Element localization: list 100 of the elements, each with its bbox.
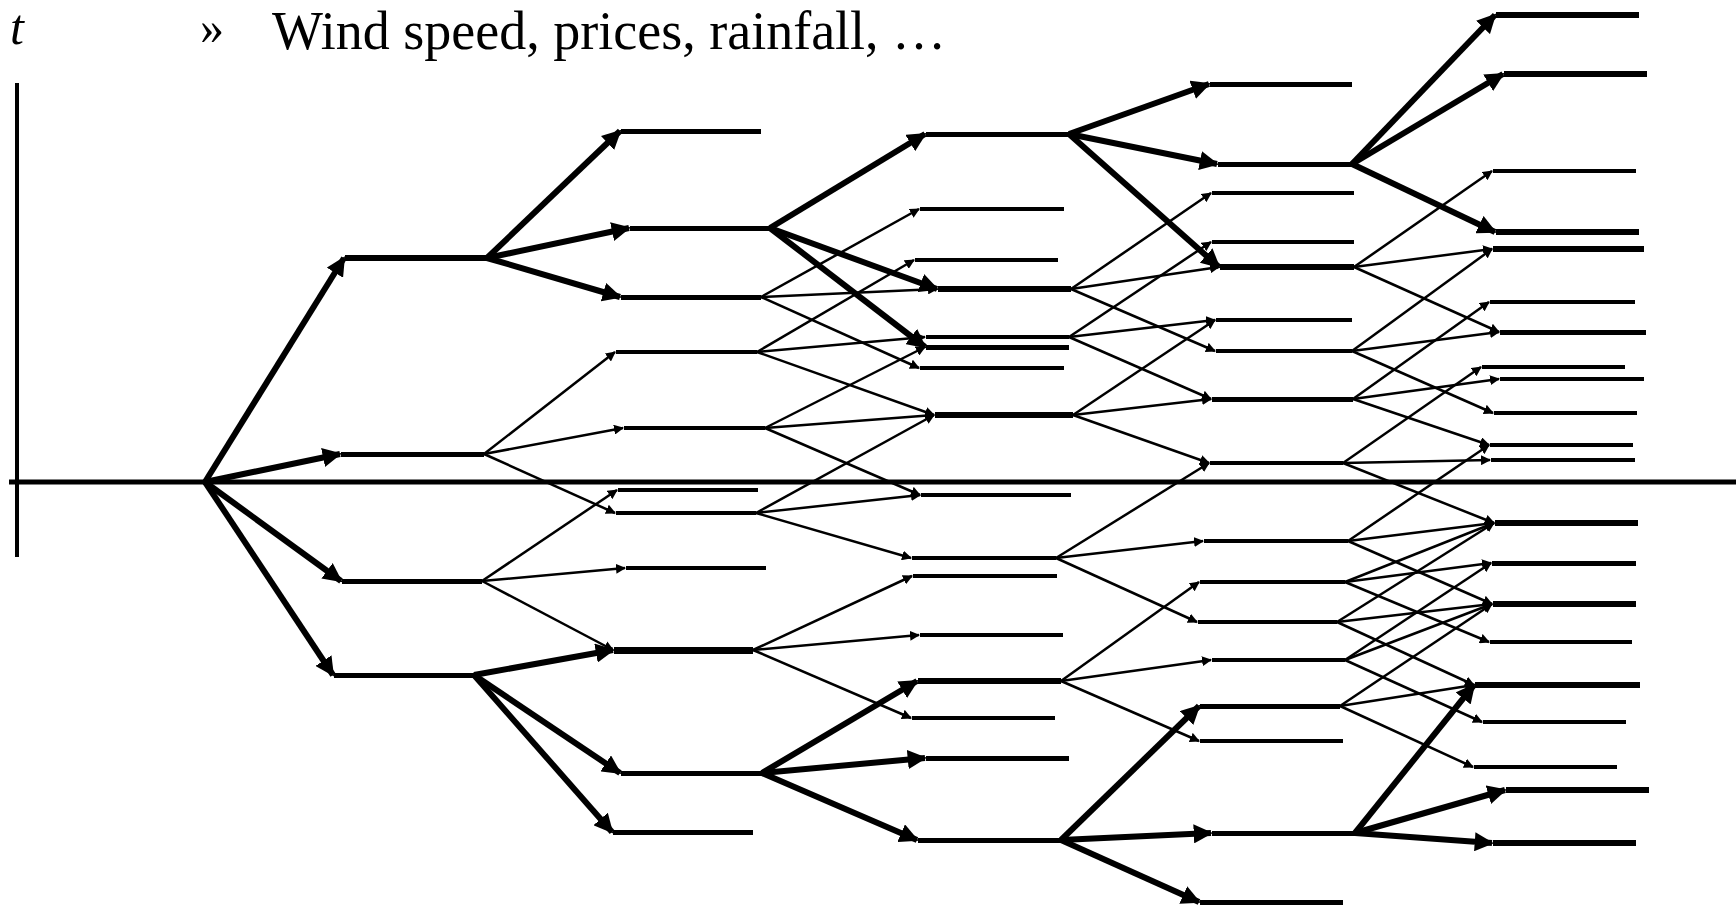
arrow [756, 350, 935, 417]
arrow [1336, 521, 1495, 624]
scenario-bar [1482, 365, 1625, 369]
arrow [1060, 679, 1200, 743]
arrow [1353, 265, 1500, 334]
scenario-bar [926, 335, 1069, 339]
arrow [1339, 704, 1474, 769]
scenario-bar [1212, 240, 1354, 244]
arrow [1344, 658, 1483, 724]
arrow [483, 351, 616, 455]
scenario-bar [1200, 739, 1343, 743]
axis-label: t [10, 0, 24, 55]
scenario-bar [1200, 580, 1345, 584]
arrow [473, 643, 615, 678]
arrow [1344, 521, 1495, 584]
arrow [1344, 580, 1490, 644]
arrow [1347, 443, 1490, 543]
scenario-bar [926, 755, 1069, 761]
arrow [1351, 248, 1493, 352]
arrow [1342, 461, 1495, 525]
scenario-bar [912, 556, 1056, 560]
arrow [481, 563, 626, 583]
arrow [752, 574, 913, 652]
scenario-bar [1494, 411, 1637, 415]
arrow [764, 426, 921, 497]
scenario-bar [1200, 703, 1340, 709]
arrow [1072, 395, 1212, 417]
scenario-bar [613, 829, 753, 835]
arrow [1060, 581, 1200, 682]
arrow [483, 452, 616, 515]
scenario-bar [915, 258, 1058, 262]
scenario-bar [1493, 169, 1636, 173]
scenario-bar [926, 131, 1069, 137]
arrow [1344, 602, 1493, 662]
bullet-text: Wind speed, prices, rainfall, … [272, 2, 947, 62]
arrow [1055, 537, 1204, 560]
arrow [760, 207, 920, 299]
scenario-bar [921, 493, 1071, 497]
scenario-bar [334, 672, 474, 678]
arrow [1344, 559, 1492, 584]
arrow [1350, 161, 1497, 235]
arrow [483, 424, 624, 456]
scenario-bar [1210, 461, 1343, 465]
arrow [1055, 556, 1198, 624]
arrow [1068, 316, 1216, 339]
scenario-bar [1212, 396, 1353, 402]
scenario-bar [345, 255, 487, 261]
arrow [1352, 397, 1490, 447]
scenario-bar [621, 770, 762, 776]
arrow [1354, 830, 1494, 852]
scenario-bar [1212, 191, 1354, 195]
scenario-bar [918, 678, 1061, 684]
arrow [755, 491, 921, 515]
scenario-bar [1204, 539, 1348, 543]
scenario-bar [1496, 12, 1639, 18]
arrow [764, 410, 935, 430]
arrow [755, 413, 935, 515]
scenario-bar [1490, 443, 1633, 447]
scenario-bar [621, 294, 761, 300]
arrow [1055, 461, 1210, 560]
arrow [1352, 375, 1500, 401]
scenario-bar [1212, 830, 1355, 836]
arrow [1353, 169, 1493, 269]
scenario-bar [624, 426, 765, 430]
scenario-bar [1200, 899, 1343, 905]
scenario-bar [1220, 264, 1354, 270]
arrow [1068, 335, 1212, 401]
bullet-mark: » [200, 2, 224, 55]
scenario-bar [1216, 349, 1352, 353]
scenario-bar [1492, 560, 1636, 566]
arrow [1070, 191, 1212, 291]
scenario-bar [1483, 720, 1626, 724]
scenario-bar [1490, 300, 1635, 304]
scenario-bar [1216, 318, 1352, 322]
scenario-bar [913, 574, 1057, 578]
scenario-bar [920, 207, 1064, 211]
arrow [1353, 245, 1493, 269]
arrow [1072, 413, 1210, 465]
arrow [752, 630, 920, 652]
scenario-bar [342, 578, 482, 584]
scenario-bar [626, 566, 766, 570]
scenario-bar [1504, 71, 1647, 77]
arrow [1350, 71, 1505, 167]
arrow [752, 648, 912, 720]
arrow [1070, 287, 1216, 353]
arrow [1072, 318, 1216, 417]
arrow [481, 488, 618, 583]
scenario-bar [1475, 682, 1640, 688]
scenario-bar [938, 286, 1071, 292]
scenario-bar [1210, 81, 1352, 87]
arrow [1352, 301, 1490, 400]
scenario-bar [616, 511, 756, 515]
scenario-bar [1495, 520, 1638, 526]
arrow [755, 511, 912, 561]
scenario-bar [926, 344, 1069, 350]
scenario-bar [618, 488, 758, 492]
scenario-bar [920, 366, 1064, 370]
arrow [1068, 240, 1212, 339]
arrow [1060, 656, 1212, 683]
arrow [1342, 455, 1491, 466]
